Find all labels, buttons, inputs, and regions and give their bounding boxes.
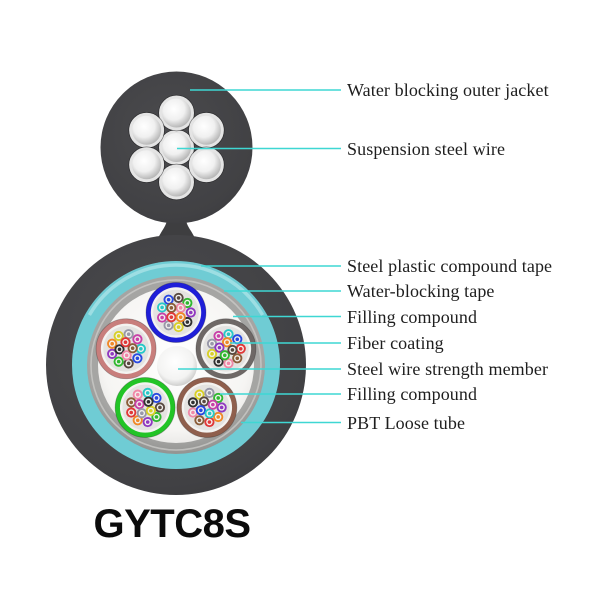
fiber-core-dot bbox=[117, 347, 122, 352]
fiber-core-dot bbox=[169, 306, 174, 310]
suspension-steel-wire bbox=[159, 95, 194, 131]
fiber-core-dot bbox=[135, 392, 140, 397]
fiber-core-dot bbox=[235, 337, 240, 342]
fiber-core-dot bbox=[197, 392, 202, 397]
suspension-steel-wire bbox=[129, 112, 165, 148]
fiber-core-dot bbox=[110, 341, 114, 346]
fiber-core-dot bbox=[145, 391, 150, 395]
fiber-core-dot bbox=[110, 352, 114, 356]
fiber-core-dot bbox=[130, 346, 135, 351]
fiber-core-dot bbox=[135, 337, 140, 342]
suspension-steel-wire bbox=[188, 112, 224, 148]
fiber-core-dot bbox=[129, 400, 134, 405]
callout-label: Filling compound bbox=[347, 307, 478, 327]
fiber-core-dot bbox=[158, 405, 162, 410]
fiber-core-dot bbox=[116, 359, 121, 364]
steel-wire-outline bbox=[188, 146, 225, 183]
fiber-core-dot bbox=[222, 353, 227, 358]
suspension-steel-wire bbox=[159, 164, 194, 200]
fiber-core-dot bbox=[178, 306, 183, 310]
suspension-steel-wire bbox=[159, 130, 194, 165]
fiber-core-dot bbox=[178, 315, 183, 319]
fiber-core-dot bbox=[226, 332, 231, 337]
callout-label: PBT Loose tube bbox=[347, 413, 466, 433]
steel-wire-outline bbox=[158, 94, 195, 132]
fiber-core-dot bbox=[137, 402, 142, 406]
callout-label: Suspension steel wire bbox=[347, 139, 506, 159]
fiber-core-dot bbox=[116, 334, 121, 338]
fiber-core-dot bbox=[230, 348, 235, 352]
fiber-core-dot bbox=[238, 346, 243, 351]
fiber-core-dot bbox=[176, 325, 181, 329]
callout-label: Steel plastic compound tape bbox=[347, 256, 553, 276]
fiber-core-dot bbox=[124, 353, 129, 358]
steel-wire-outline bbox=[128, 146, 165, 183]
fiber-core-dot bbox=[225, 340, 229, 345]
fiber-core-dot bbox=[166, 297, 171, 302]
fiber-core-dot bbox=[207, 391, 212, 395]
steel-wire-strength-member bbox=[157, 346, 197, 386]
fiber-core-dot bbox=[207, 420, 212, 424]
callout-label: Filling compound bbox=[347, 384, 478, 404]
fiber-core-dot bbox=[185, 320, 190, 324]
steel-wire-outline bbox=[158, 163, 195, 201]
fiber-core-dot bbox=[235, 356, 240, 361]
cable-model-title: GYTC8S bbox=[93, 502, 251, 546]
fiber-core-dot bbox=[210, 352, 214, 356]
fiber-core-dot bbox=[129, 410, 134, 415]
suspension-steel-wire bbox=[129, 147, 165, 183]
fiber-core-dot bbox=[216, 415, 220, 419]
fiber-core-dot bbox=[149, 408, 153, 413]
fiber-core-dot bbox=[139, 346, 143, 351]
fiber-core-dot bbox=[216, 359, 221, 364]
fiber-core-dot bbox=[135, 418, 140, 423]
fiber-core-dot bbox=[140, 411, 144, 415]
fiber-core-dot bbox=[202, 399, 206, 404]
fiber-core-dot bbox=[211, 402, 215, 407]
fiber-core-dot bbox=[145, 420, 150, 424]
fiber-core-dot bbox=[176, 296, 181, 300]
fiber-core-dot bbox=[169, 315, 174, 319]
callout-label: Water blocking outer jacket bbox=[347, 80, 549, 100]
fiber-core-dot bbox=[216, 396, 220, 400]
tape-highlight bbox=[87, 263, 265, 316]
fiber-core-dot bbox=[160, 305, 164, 310]
fiber-core-dot bbox=[154, 396, 159, 400]
fiber-core-dot bbox=[197, 418, 202, 423]
fiber-core-dot bbox=[217, 345, 222, 350]
fiber-core-dot bbox=[191, 400, 195, 405]
fiber-core-dot bbox=[146, 399, 151, 404]
fiber-core-dot bbox=[160, 315, 164, 320]
fiber-core-dot bbox=[210, 341, 214, 346]
fiber-core-dot bbox=[191, 410, 195, 415]
fiber-core-dot bbox=[226, 361, 231, 366]
callout-label: Steel wire strength member bbox=[347, 359, 549, 379]
callout-label: Water-blocking tape bbox=[347, 281, 495, 301]
fiber-core-dot bbox=[123, 340, 128, 345]
fiber-core-dot bbox=[219, 405, 224, 410]
fiber-core-dot bbox=[185, 301, 190, 305]
callout-label: Fiber coating bbox=[347, 333, 444, 353]
fiber-core-dot bbox=[135, 356, 140, 361]
suspension-steel-wire bbox=[188, 147, 224, 183]
fiber-core-dot bbox=[189, 310, 193, 315]
fiber-core-dot bbox=[199, 408, 203, 413]
fiber-core-dot bbox=[126, 361, 131, 366]
fiber-core-dot bbox=[216, 334, 221, 338]
fiber-core-dot bbox=[154, 415, 159, 419]
fiber-core-dot bbox=[166, 323, 171, 328]
fiber-core-dot bbox=[126, 332, 131, 337]
fiber-core-dot bbox=[207, 411, 212, 416]
tape-inner-highlight bbox=[90, 279, 262, 451]
